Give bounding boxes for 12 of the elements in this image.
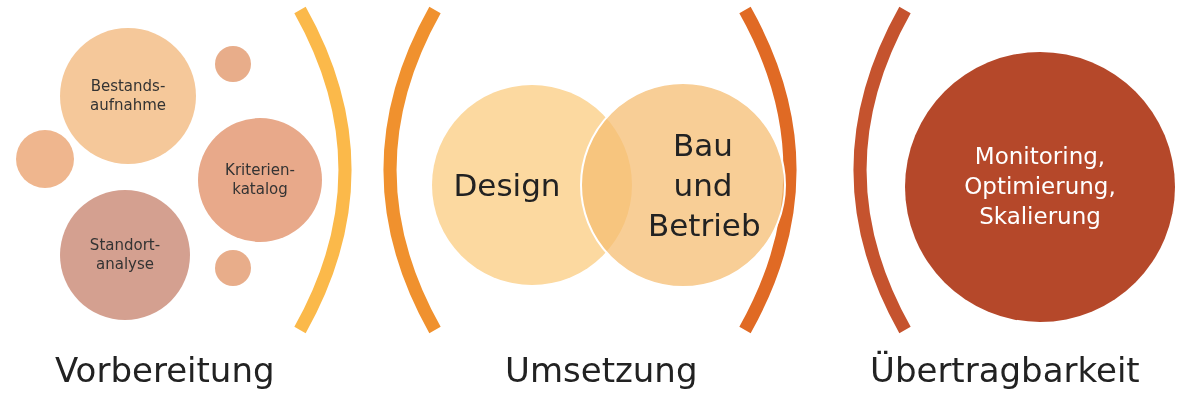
phase-label: Übertragbarkeit bbox=[870, 350, 1140, 390]
circle-label: Bestands- aufnahme bbox=[89, 76, 167, 116]
phase-label: Vorbereitung bbox=[55, 350, 275, 390]
circle-label: Monitoring, Optimierung, Skalierung bbox=[963, 142, 1117, 231]
circle-label: Kriterien- katalog bbox=[224, 160, 296, 200]
circle-dot bbox=[215, 250, 251, 286]
circle-dot bbox=[215, 46, 251, 82]
circle-label: Standort- analyse bbox=[88, 235, 162, 275]
phase-label: Umsetzung bbox=[505, 350, 698, 390]
circle-label: Bau und Betrieb bbox=[648, 125, 758, 246]
circle-dot bbox=[16, 130, 74, 188]
circle-label: Design bbox=[453, 165, 561, 205]
